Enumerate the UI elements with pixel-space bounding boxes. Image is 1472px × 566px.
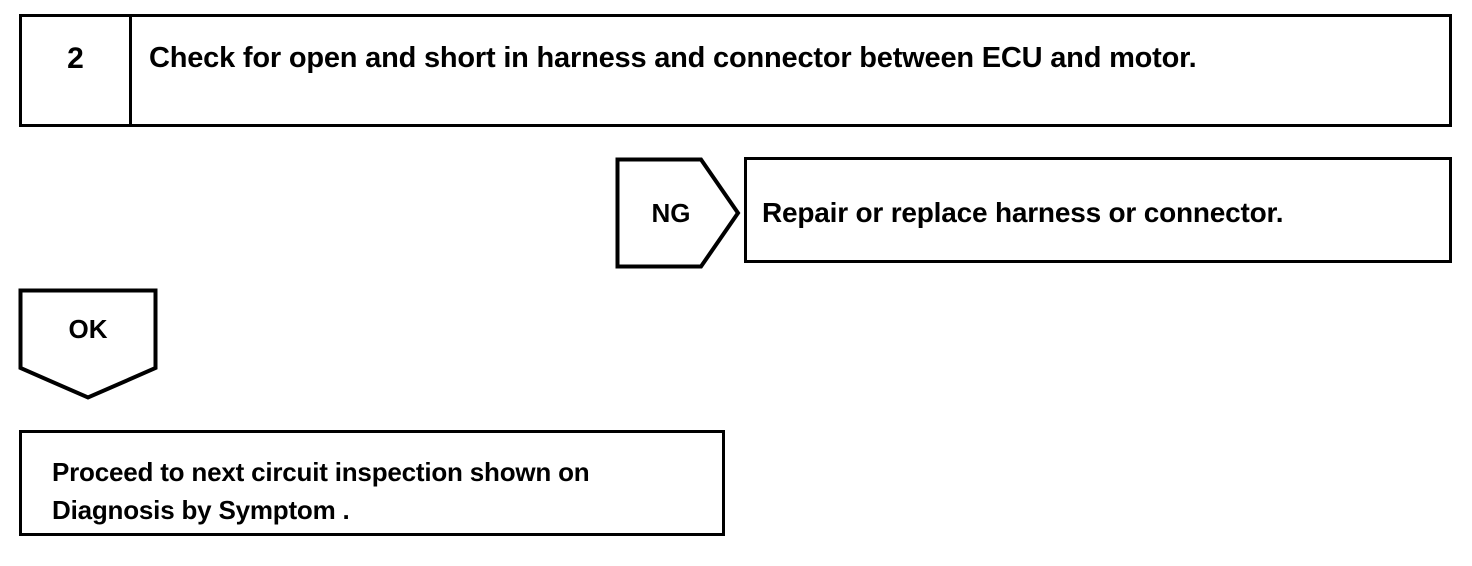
ng-arrow-shape	[615, 157, 741, 269]
ng-result-box: Repair or replace harness or connector.	[744, 157, 1452, 263]
step-box: 2 Check for open and short in harness an…	[19, 14, 1452, 127]
final-result-box: Proceed to next circuit inspection shown…	[19, 430, 725, 536]
final-result-line-1: Proceed to next circuit inspection shown…	[52, 457, 590, 487]
final-result-line-2: Diagnosis by Symptom .	[52, 494, 350, 525]
step-instruction-text: Check for open and short in harness and …	[149, 42, 1197, 74]
step-number: 2	[67, 42, 84, 75]
final-result-text: Proceed to next circuit inspection shown…	[52, 454, 590, 529]
step-number-cell: 2	[22, 17, 132, 124]
ok-arrow-shape	[18, 288, 158, 400]
ng-result-text: Repair or replace harness or connector.	[762, 197, 1284, 228]
